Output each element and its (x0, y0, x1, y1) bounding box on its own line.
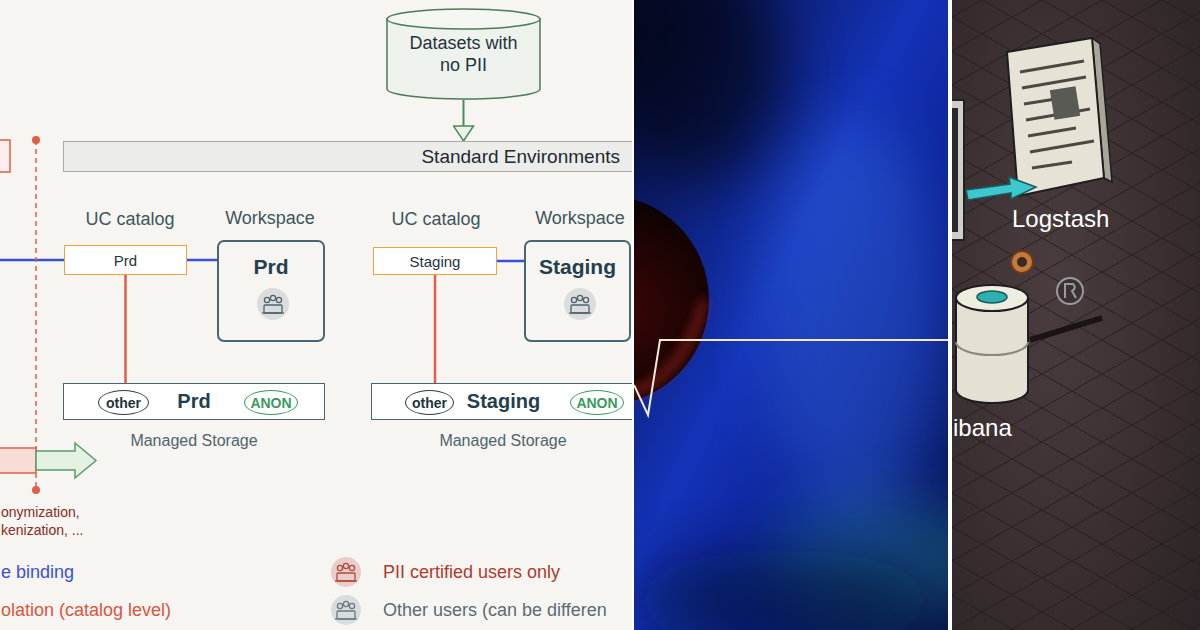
users-icon (256, 287, 290, 321)
section-label: UC catalog (391, 209, 480, 230)
legend-text: PII certified users only (383, 562, 560, 583)
diagram-decoration (0, 0, 632, 630)
section-label: Managed Storage (130, 432, 257, 450)
cut-box (0, 140, 10, 172)
diagram-panel: Datasets with no PII Standard Environment… (0, 0, 632, 630)
users-icon (563, 287, 597, 321)
other-ellipse: other (405, 390, 454, 415)
cylinder-outline (386, 8, 541, 100)
other-ellipse: other (98, 390, 149, 415)
node-text: Staging (410, 253, 461, 270)
node-text: other (412, 395, 447, 411)
connector (497, 260, 524, 263)
flow-box (0, 448, 36, 473)
workspace-box: Staging (524, 240, 631, 342)
section-label: Workspace (535, 208, 625, 229)
anon-ellipse: ANON (244, 390, 298, 415)
connector (434, 275, 437, 383)
pii-legend: PII certified users only (331, 557, 560, 587)
catalog-box: Staging (373, 247, 497, 275)
node-text: Prd (177, 390, 210, 413)
tool-label: Logstash (1012, 205, 1109, 233)
node-text: Staging (467, 390, 540, 413)
legend-text: e binding (1, 562, 74, 583)
storage-box: Prd other ANON (63, 383, 325, 420)
line-dot (32, 136, 40, 144)
section-label: onymization, kenization, ... (1, 503, 111, 539)
node-text: Standard Environments (421, 146, 620, 168)
legend-swatch-circle (331, 557, 361, 587)
environment-band: Standard Environments (63, 141, 632, 172)
node-text: ANON (576, 395, 617, 411)
legend-text: olation (catalog level) (1, 600, 171, 621)
node-text: ANON (250, 395, 291, 411)
dataset-cylinder: Datasets with no PII (386, 8, 541, 100)
legend-text: Other users (can be differen (383, 600, 607, 621)
elk-illustration (952, 0, 1200, 630)
legend-swatch-circle (331, 595, 361, 625)
section-label: UC catalog (85, 209, 174, 230)
node-text: Prd (114, 252, 137, 269)
isolation-line (35, 140, 37, 490)
connector (187, 259, 217, 262)
node-text: Prd (253, 255, 288, 279)
storage-box: Staging other ANON (371, 383, 632, 420)
binding-line (0, 259, 64, 262)
connector-layer (0, 0, 632, 630)
flow-arrow (36, 443, 96, 478)
legend-swatch (331, 595, 361, 625)
connector (463, 100, 465, 141)
legend-swatch (331, 557, 361, 587)
connector (124, 275, 127, 383)
users-legend: Other users (can be differen (331, 595, 607, 625)
catalog-box: Prd (64, 245, 187, 275)
node-text: other (106, 395, 141, 411)
line-dot (32, 486, 40, 494)
binding-legend: e binding (1, 557, 74, 587)
section-label: Workspace (225, 208, 315, 229)
node-text: Datasets with no PII (404, 32, 524, 76)
section-label: Managed Storage (439, 432, 566, 450)
tool-label: ibana (953, 414, 1012, 442)
isolation-legend: olation (catalog level) (1, 595, 171, 625)
node-text: Staging (539, 255, 616, 279)
abstract-image (634, 0, 948, 630)
workspace-box: Prd (217, 240, 325, 342)
anon-ellipse: ANON (570, 390, 624, 415)
